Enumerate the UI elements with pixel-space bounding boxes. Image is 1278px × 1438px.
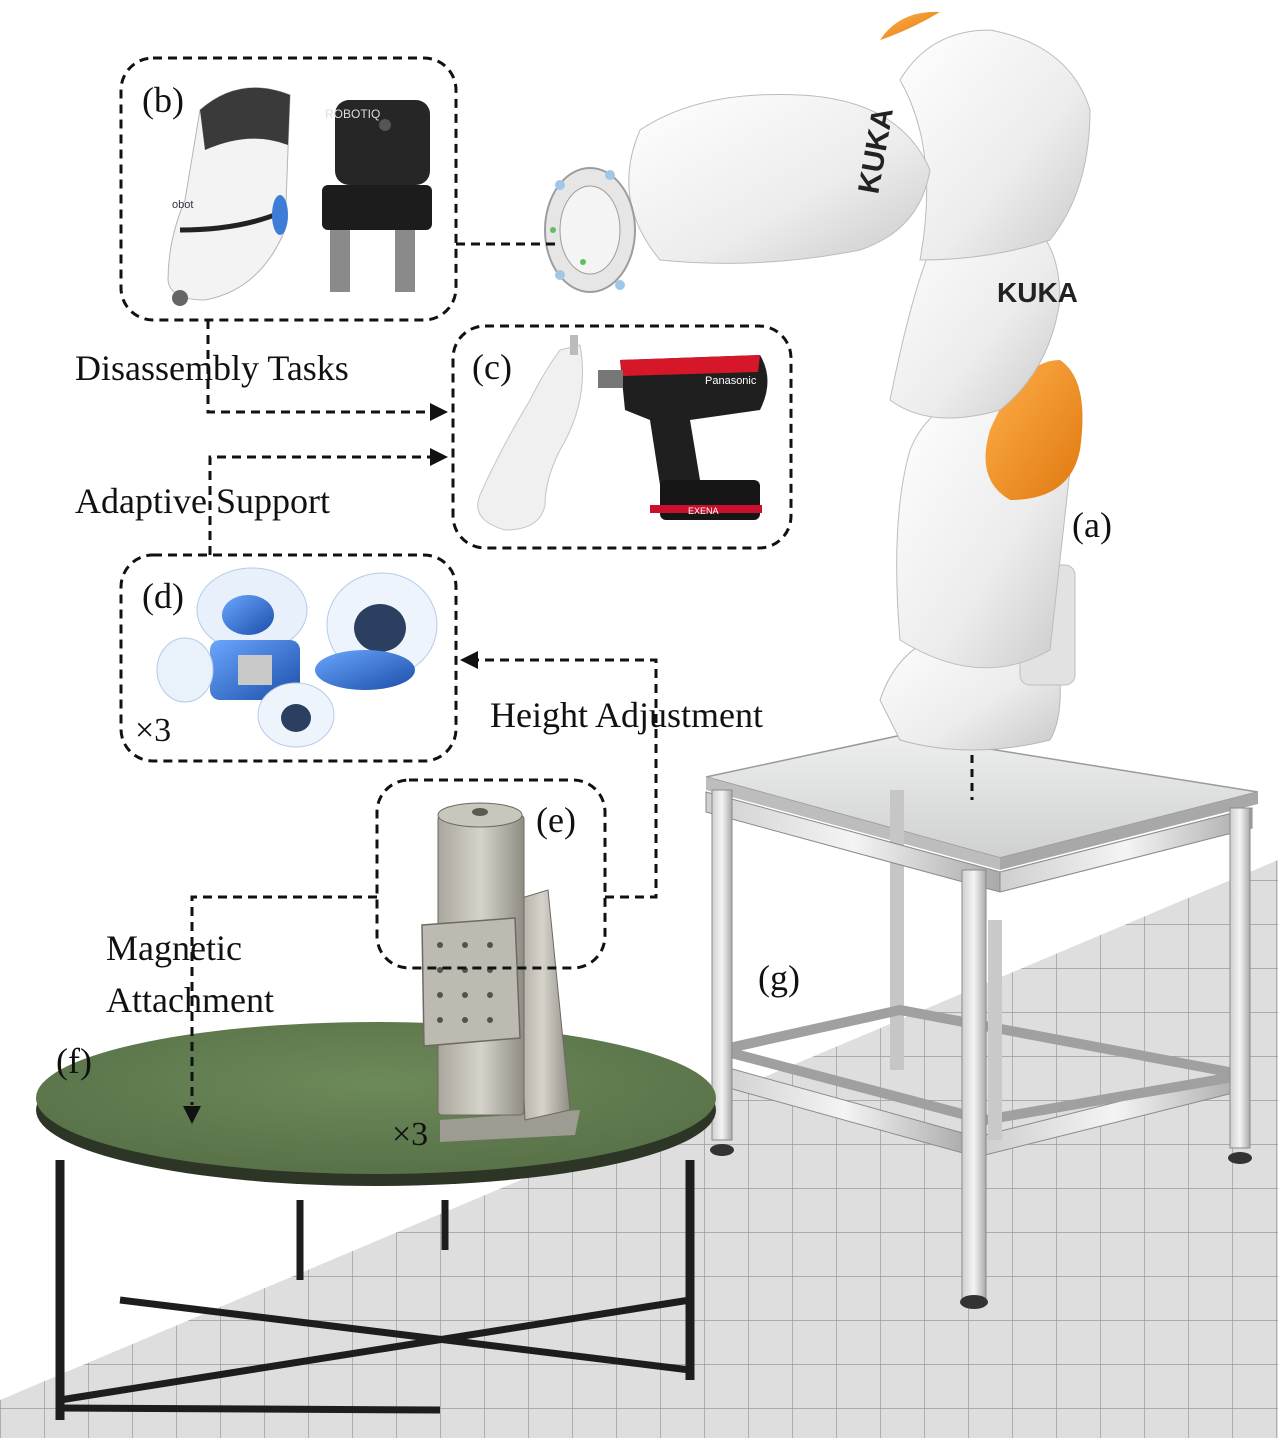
drill-brand: Panasonic [705, 375, 757, 387]
end-effector-brand: obot [172, 199, 193, 211]
box-e [375, 778, 607, 970]
connector-lines [190, 242, 658, 1105]
label-attachment: Attachment [106, 980, 274, 1020]
panel-label-a: (a) [1072, 505, 1112, 545]
label-adaptive-support: Adaptive Support [75, 481, 330, 521]
box-d [119, 553, 458, 763]
linear-stage [421, 802, 580, 1142]
multiplier-e: ×3 [392, 1116, 429, 1153]
robot-arm: KUKA KUKA [544, 11, 1091, 751]
panel-label-f: (f) [56, 1041, 92, 1081]
robot-brand-lower: KUKA [997, 277, 1078, 308]
panel-label-c: (c) [472, 347, 512, 387]
multiplier-d: ×3 [135, 712, 172, 749]
arrow-height [460, 651, 478, 669]
arrow-adaptive [430, 448, 448, 466]
gripper-brand: ROBOTIQ [325, 107, 380, 121]
tools: Panasonic EXENA [477, 335, 768, 531]
robot-stand [705, 734, 1259, 1309]
compliant-actuators [156, 567, 438, 748]
label-disassembly-tasks: Disassembly Tasks [75, 348, 349, 388]
panel-label-g: (g) [758, 958, 800, 998]
panel-label-b: (b) [142, 80, 184, 120]
label-height-adjustment: Height Adjustment [490, 695, 763, 735]
connector-arrowheads [183, 403, 478, 1124]
line-height [478, 658, 658, 899]
end-effectors: obot ROBOTIQ [167, 87, 432, 306]
line-disassembly [206, 320, 432, 414]
arrow-disassembly [430, 403, 448, 421]
label-magnetic: Magnetic [106, 928, 242, 968]
panel-label-e: (e) [536, 800, 576, 840]
line-adaptive [208, 455, 432, 555]
arrow-magnetic [183, 1106, 201, 1124]
drill-model: EXENA [688, 506, 719, 516]
panel-label-d: (d) [142, 576, 184, 616]
box-c [451, 324, 793, 550]
line-magnetic [190, 895, 377, 1105]
box-b [119, 56, 458, 322]
callout-boxes [119, 56, 793, 970]
